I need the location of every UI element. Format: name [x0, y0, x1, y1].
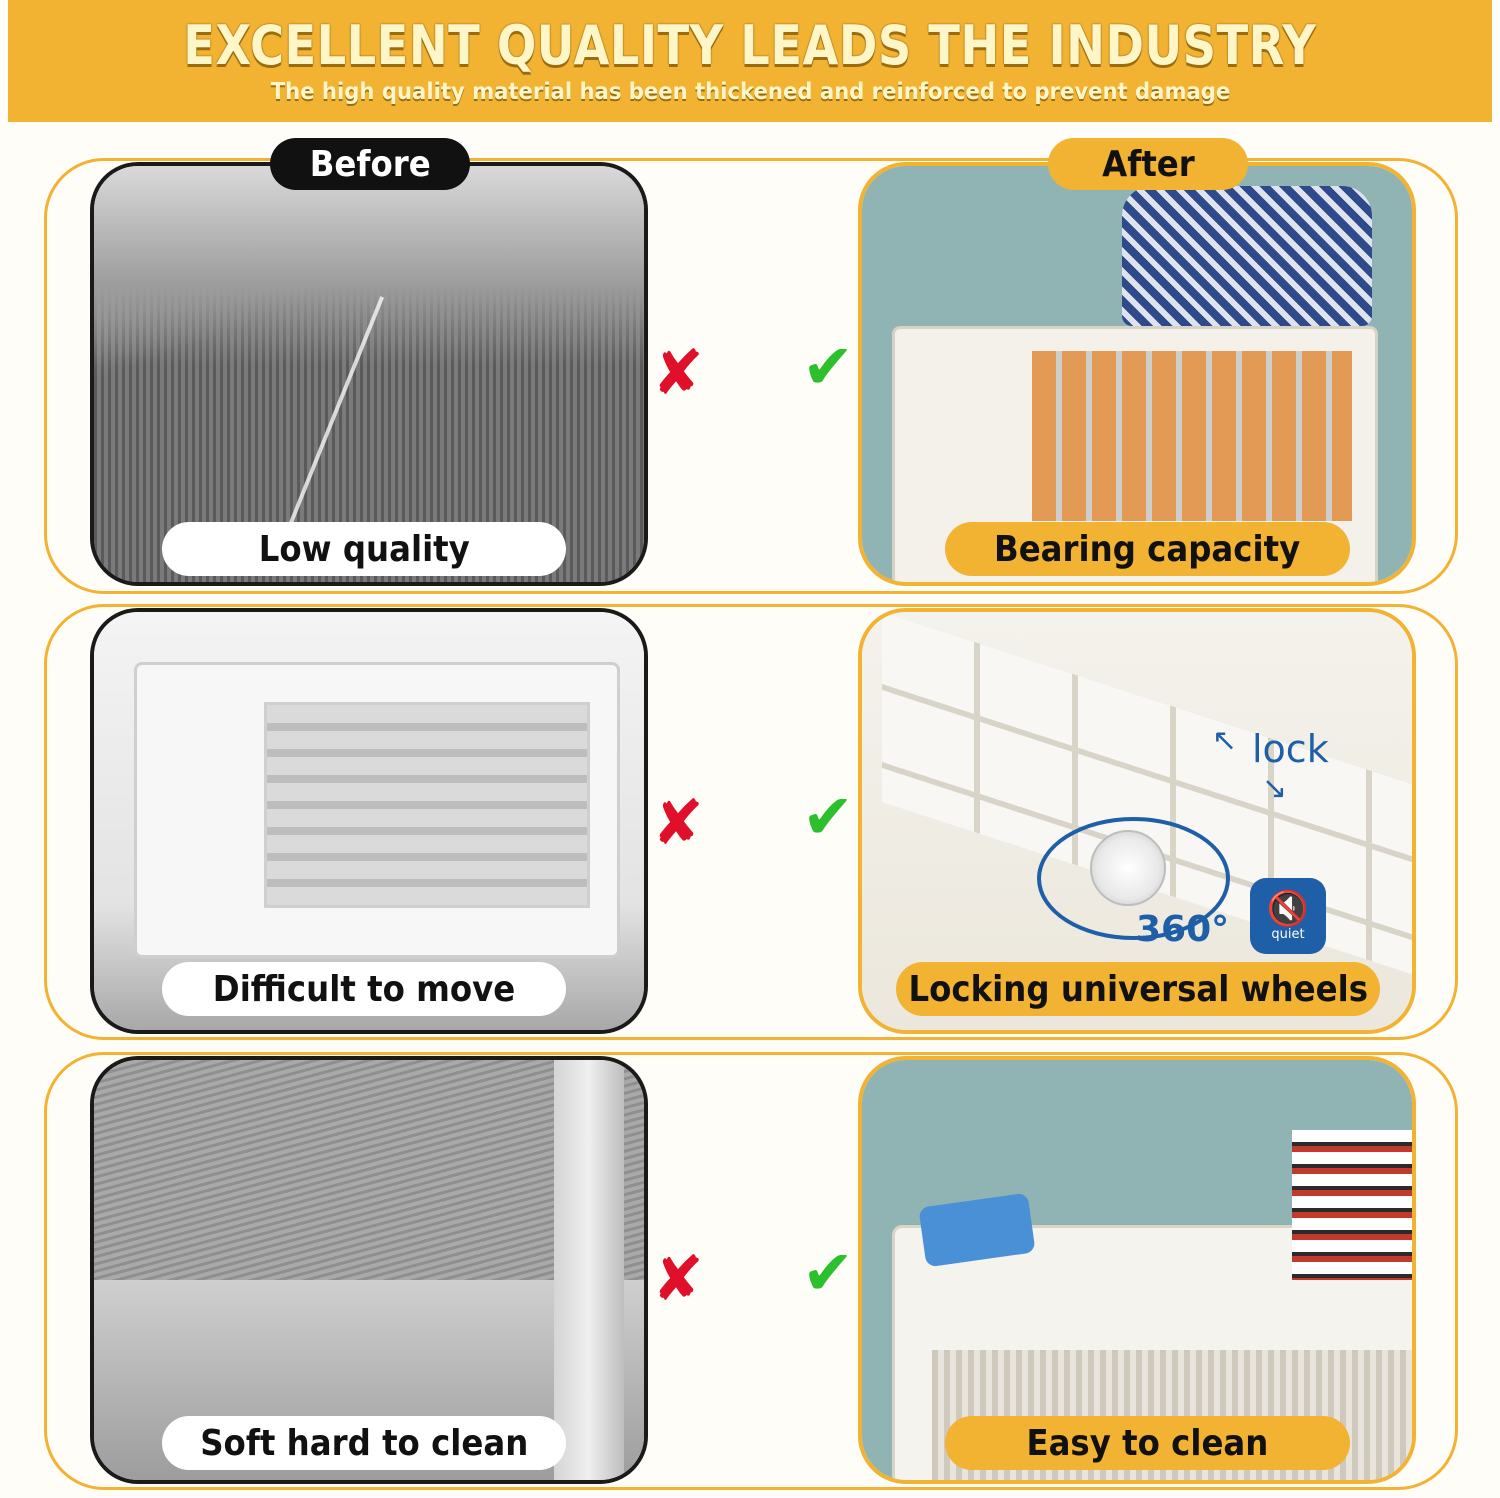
- before-photo-difficult-to-move: [90, 608, 648, 1034]
- lock-callout: lock: [1252, 727, 1329, 771]
- before-label-2: Difficult to move: [162, 962, 566, 1016]
- after-photo-locking-wheels: [858, 608, 1416, 1034]
- before-photo-soft-hard-to-clean: [90, 1056, 648, 1484]
- before-tag: Before: [270, 138, 470, 190]
- quiet-label: quiet: [1271, 926, 1305, 942]
- after-label-3: Easy to clean: [945, 1416, 1350, 1470]
- after-tag: After: [1048, 138, 1248, 190]
- cross-icon: ✘: [652, 786, 704, 859]
- headline: EXCELLENT QUALITY LEADS THE INDUSTRY: [183, 14, 1317, 77]
- before-photo-low-quality: [90, 162, 648, 586]
- arrow-up-left-icon: ↖: [1212, 723, 1238, 758]
- book-stack: [1292, 1130, 1412, 1280]
- cross-icon: ✘: [652, 336, 704, 409]
- plastic-sheen: [94, 166, 644, 366]
- quiet-badge: 🔇 quiet: [1250, 878, 1326, 954]
- after-label-1: Bearing capacity: [945, 522, 1350, 576]
- surface-edge: [554, 1060, 624, 1480]
- stocked-shelf: [1032, 351, 1352, 521]
- arrow-down-right-icon: ↘: [1262, 771, 1288, 806]
- check-icon: ✔: [802, 780, 854, 853]
- caster-wheel: [1090, 830, 1166, 906]
- box-door: [264, 702, 590, 908]
- after-label-2: Locking universal wheels: [896, 962, 1380, 1016]
- header-banner: EXCELLENT QUALITY LEADS THE INDUSTRY The…: [8, 0, 1492, 122]
- speaker-muted-icon: 🔇: [1266, 888, 1310, 929]
- rotation-ring: [1037, 817, 1230, 940]
- subheadline: The high quality material has been thick…: [270, 79, 1230, 105]
- wheel-closeup-image: [862, 612, 1412, 1030]
- textured-surface-image: [94, 1060, 644, 1480]
- before-label-3: Soft hard to clean: [162, 1416, 566, 1470]
- rotation-callout: 360°: [1136, 909, 1230, 950]
- cross-icon: ✘: [652, 1242, 704, 1315]
- person-sitting-on-cabinet-image: [862, 166, 1412, 582]
- person-figure: [1122, 186, 1372, 326]
- check-icon: ✔: [802, 330, 854, 403]
- box-without-wheels-image: [94, 612, 644, 1030]
- cracked-box-image: [94, 166, 644, 582]
- check-icon: ✔: [802, 1236, 854, 1309]
- before-label-1: Low quality: [162, 522, 566, 576]
